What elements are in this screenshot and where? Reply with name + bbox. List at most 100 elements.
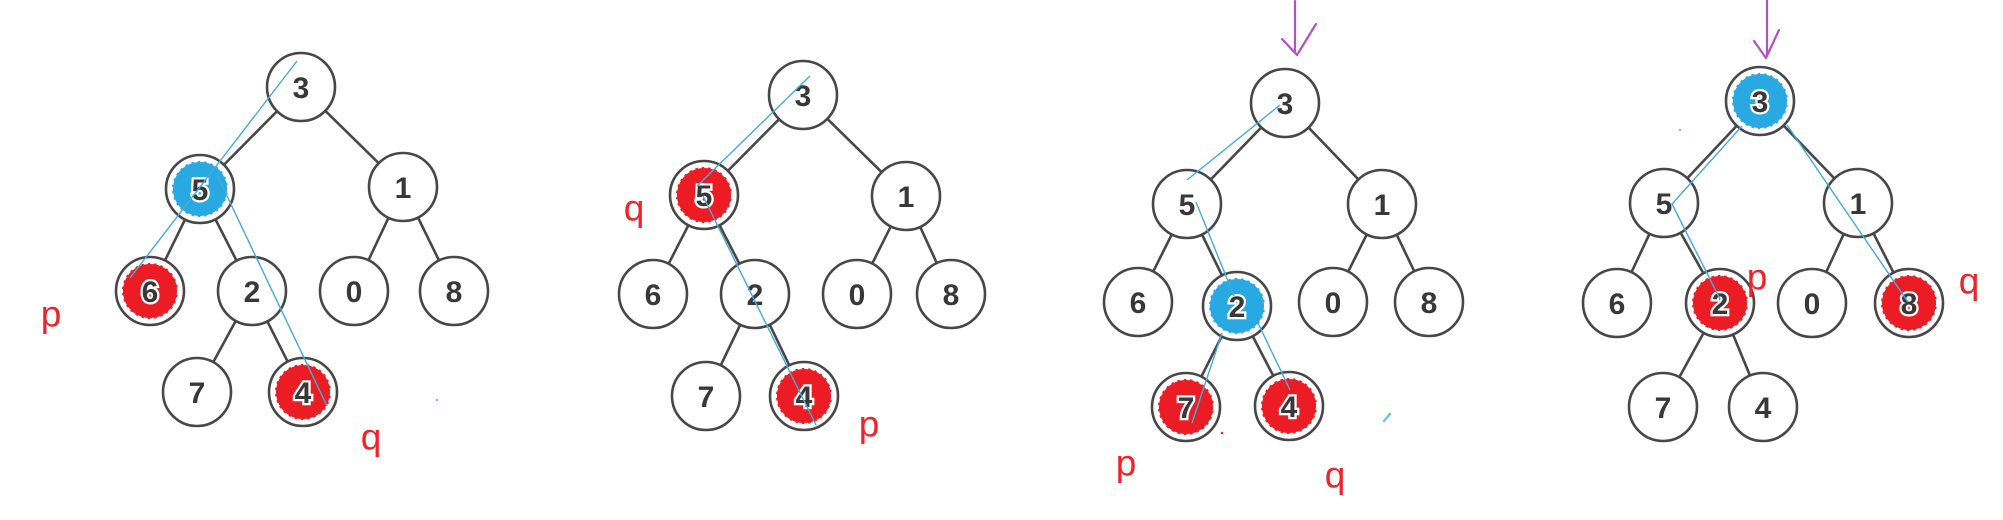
node-circle	[1102, 266, 1174, 338]
node-value: 2	[244, 276, 261, 309]
node-value: 2	[1229, 291, 1246, 324]
node-value: 3	[293, 72, 310, 105]
node-highlight-red	[274, 363, 332, 421]
pointer-label-p: p	[859, 403, 880, 444]
node-value: 8	[446, 276, 463, 309]
node-value: 2	[1712, 288, 1729, 321]
tree-1-node-0: 0	[318, 255, 390, 327]
node-value: 4	[1281, 391, 1298, 424]
tree-1-node-2: 2	[216, 255, 288, 327]
pointer-label-p: p	[41, 293, 62, 334]
search-path-line	[696, 75, 811, 187]
tree-3-node-2: 2	[1201, 270, 1273, 342]
tree-2-node-5: 5	[668, 159, 740, 231]
down-arrow	[1280, 0, 1318, 57]
node-value: 7	[698, 381, 715, 414]
pointer-label-q: q	[361, 416, 382, 457]
node-highlight-blue	[1208, 277, 1266, 335]
tree-1-node-5: 5	[164, 153, 236, 225]
node-circle	[265, 51, 337, 123]
node-value: 5	[696, 180, 713, 213]
tree-4-node-4: 4	[1727, 371, 1799, 443]
tree-3-node-6: 6	[1102, 266, 1174, 338]
node-value: 3	[795, 80, 812, 113]
pointer-label-q: q	[1959, 260, 1980, 301]
tree-1-node-4: 4	[267, 356, 339, 428]
tree-2-node-0: 0	[821, 258, 893, 330]
search-path-line	[1257, 322, 1291, 391]
node-highlight-blue	[1731, 72, 1789, 130]
search-path-line	[702, 195, 817, 426]
tree-3-node-3: 3	[1249, 67, 1321, 139]
search-path-line	[1786, 124, 1909, 303]
stray-mark	[1382, 412, 1392, 423]
node-value: 8	[943, 279, 960, 312]
node-circle	[1628, 167, 1700, 239]
node-circle	[216, 255, 288, 327]
node-circle	[1776, 267, 1848, 339]
node-value: 0	[346, 276, 363, 309]
tree-2-node-7: 7	[670, 360, 742, 432]
tree-4-node-2: 2	[1684, 267, 1756, 339]
node-highlight-red	[775, 367, 833, 425]
tree-3-node-7: 7	[1150, 371, 1222, 443]
node-value: 6	[645, 279, 662, 312]
search-path-line	[129, 60, 298, 279]
tree-3-node-8: 8	[1393, 266, 1465, 338]
tree-1-node-8: 8	[418, 255, 490, 327]
node-value: 0	[1804, 288, 1821, 321]
node-value: 0	[1325, 287, 1342, 320]
tree-3-node-0: 0	[1297, 266, 1369, 338]
node-circle	[1627, 371, 1699, 443]
tree-1-node-6: 6	[114, 255, 186, 327]
node-highlight-blue	[171, 160, 229, 218]
node-value: 1	[395, 172, 412, 205]
down-arrow-head	[1752, 28, 1781, 60]
node-value: 8	[1901, 288, 1918, 321]
node-circle	[821, 258, 893, 330]
pointer-label-q: q	[624, 187, 645, 228]
node-circle	[418, 255, 490, 327]
tree-4-node-6: 6	[1581, 267, 1653, 339]
tree-2-node-4: 4	[768, 360, 840, 432]
node-highlight-red	[675, 166, 733, 224]
node-highlight-red	[1157, 378, 1215, 436]
pointer-label-p: p	[1747, 256, 1768, 297]
tree-2: 3 5 1 6 2 0 8 7 4 q p	[617, 59, 987, 444]
node-value: 6	[1130, 287, 1147, 320]
search-path-line	[1186, 104, 1281, 181]
tree-1-node-3: 3	[265, 51, 337, 123]
node-value: 6	[1609, 288, 1626, 321]
tree-4-node-3: 3	[1724, 65, 1796, 137]
node-circle	[1346, 168, 1418, 240]
node-circle	[617, 258, 689, 330]
node-circle	[1822, 167, 1894, 239]
search-path-line	[1191, 332, 1223, 424]
node-highlight-red	[1880, 274, 1938, 332]
node-value: 2	[747, 279, 764, 312]
node-circle	[1727, 371, 1799, 443]
node-value: 1	[1850, 188, 1867, 221]
node-circle	[1581, 267, 1653, 339]
pointer-label-q: q	[1325, 454, 1346, 495]
node-highlight-red	[121, 262, 179, 320]
tree-3-node-5: 5	[1151, 168, 1223, 240]
tree-2-node-1: 1	[870, 160, 942, 232]
node-value: 4	[295, 377, 312, 410]
node-circle	[161, 356, 233, 428]
tree-2-node-3: 3	[767, 59, 839, 131]
tree-4-node-0: 0	[1776, 267, 1848, 339]
node-value: 4	[1755, 392, 1772, 425]
node-circle	[670, 360, 742, 432]
search-path-line	[216, 174, 328, 407]
node-circle	[719, 258, 791, 330]
node-value: 5	[1656, 188, 1673, 221]
pointer-label-p: p	[1116, 442, 1137, 483]
node-highlight-red	[1260, 377, 1318, 435]
search-path-line	[1671, 125, 1743, 300]
